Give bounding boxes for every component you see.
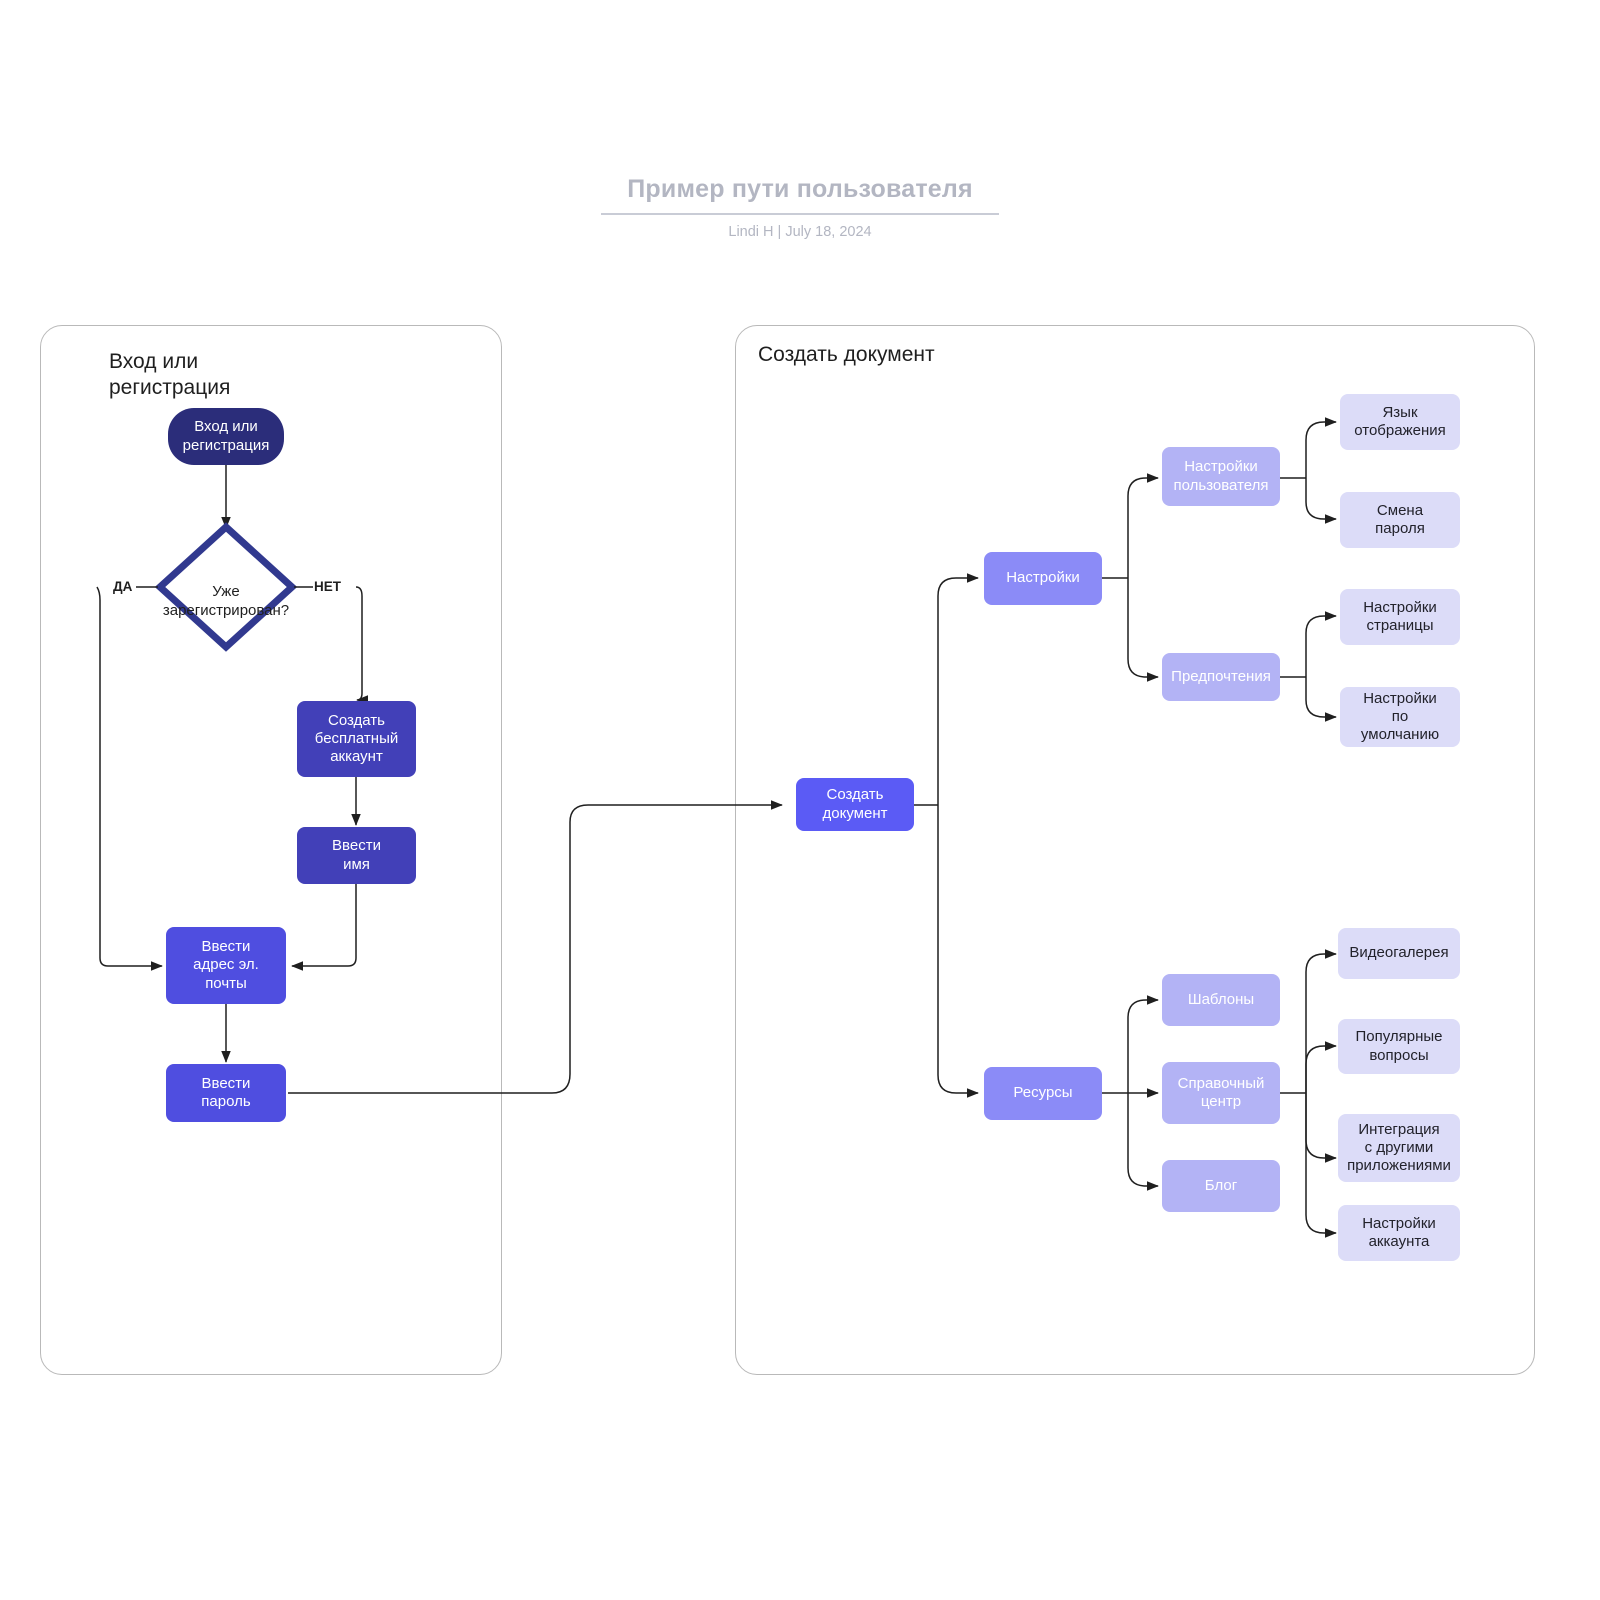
node-enter-name[interactable]: Ввести имя [297, 827, 416, 884]
node-account-settings[interactable]: Настройки аккаунта [1338, 1205, 1460, 1261]
node-label: Ввести адрес эл. почты [193, 938, 259, 992]
node-label: Уже зарегистрирован? [162, 583, 290, 619]
node-label: Интеграция с другими приложениями [1347, 1120, 1451, 1175]
node-label: Видеогалерея [1349, 944, 1449, 962]
node-settings[interactable]: Настройки [984, 552, 1102, 605]
node-label: Ввести пароль [201, 1074, 251, 1110]
node-label: Вход или регистрация [182, 418, 270, 454]
diagram-header: Пример пути пользователя Lindi H | July … [0, 175, 1600, 240]
node-popular-questions[interactable]: Популярные вопросы [1338, 1019, 1460, 1074]
node-templates[interactable]: Шаблоны [1162, 974, 1280, 1026]
node-enter-password[interactable]: Ввести пароль [166, 1064, 286, 1122]
node-decision-already-registered[interactable]: Уже зарегистрирован? [152, 565, 300, 620]
node-label: Настройки пользователя [1173, 458, 1269, 494]
node-create-free-account[interactable]: Создать бесплатный аккаунт [297, 701, 416, 777]
node-label: Настройки [1006, 569, 1080, 587]
node-label: Справочный центр [1177, 1074, 1265, 1110]
node-resources[interactable]: Ресурсы [984, 1067, 1102, 1120]
node-display-language[interactable]: Язык отображения [1340, 394, 1460, 450]
panel-login-or-signup: Вход или регистрация [40, 325, 502, 1375]
node-label: Настройки страницы [1363, 598, 1437, 634]
node-label: Смена пароля [1375, 501, 1425, 537]
node-label: Настройки по умолчанию [1360, 689, 1440, 744]
node-video-gallery[interactable]: Видеогалерея [1338, 928, 1460, 979]
node-label: Настройки аккаунта [1362, 1214, 1436, 1250]
edge-label-yes: ДА [112, 579, 134, 594]
node-label: Предпочтения [1171, 667, 1271, 685]
node-preferences[interactable]: Предпочтения [1162, 653, 1280, 701]
node-start-login-or-signup[interactable]: Вход или регистрация [168, 408, 284, 465]
node-label: Популярные вопросы [1355, 1028, 1443, 1064]
node-label: Шаблоны [1187, 990, 1255, 1008]
node-label: Блог [1204, 1176, 1238, 1194]
node-change-password[interactable]: Смена пароля [1340, 492, 1460, 548]
node-default-settings[interactable]: Настройки по умолчанию [1340, 687, 1460, 747]
node-user-settings[interactable]: Настройки пользователя [1162, 447, 1280, 506]
node-label: Ввести имя [332, 837, 381, 873]
panel-login-title: Вход или регистрация [109, 350, 231, 400]
node-enter-email[interactable]: Ввести адрес эл. почты [166, 927, 286, 1004]
node-create-document[interactable]: Создать документ [796, 778, 914, 831]
page-title: Пример пути пользователя [601, 175, 999, 215]
node-integrations[interactable]: Интеграция с другими приложениями [1338, 1114, 1460, 1182]
page-subtitle: Lindi H | July 18, 2024 [728, 224, 872, 240]
node-label: Ресурсы [1013, 1084, 1073, 1102]
node-blog[interactable]: Блог [1162, 1160, 1280, 1212]
edge-label-no: НЕТ [313, 579, 342, 594]
node-page-settings[interactable]: Настройки страницы [1340, 589, 1460, 645]
panel-create-title: Создать документ [758, 343, 935, 366]
node-label: Создать бесплатный аккаунт [314, 711, 399, 766]
node-label: Язык отображения [1354, 403, 1446, 439]
node-help-center[interactable]: Справочный центр [1162, 1062, 1280, 1124]
node-label: Создать документ [822, 786, 888, 822]
